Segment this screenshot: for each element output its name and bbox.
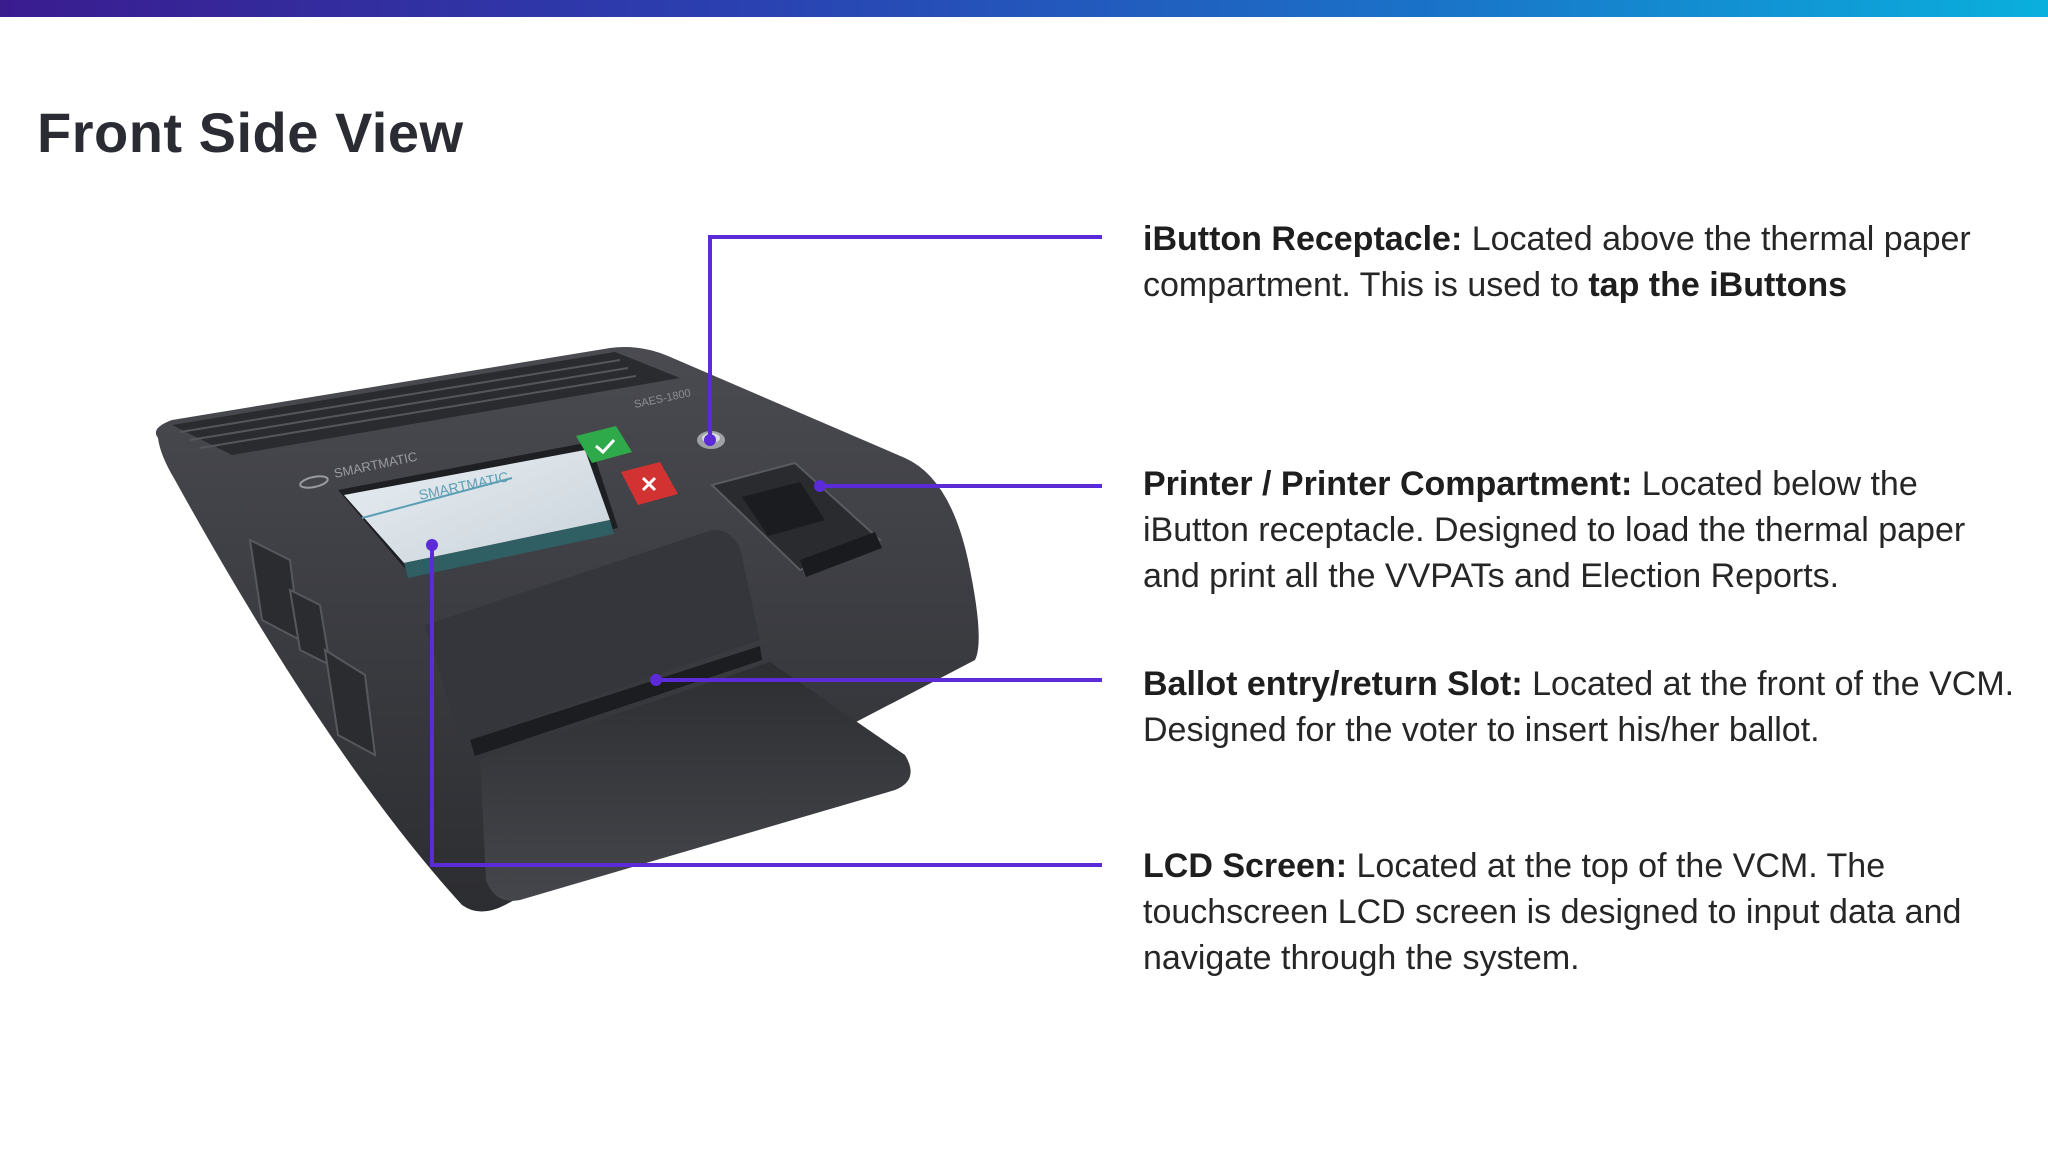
printer-compartment xyxy=(710,461,882,577)
brand-logo-icon xyxy=(299,475,329,489)
callout-line-printer xyxy=(814,480,1102,492)
callout-printer-compartment: Printer / Printer Compartment: Located b… xyxy=(1143,461,2023,599)
callout-line-ballot-slot xyxy=(650,674,1102,686)
cancel-button-icon xyxy=(621,462,678,505)
callout-text: Located at the front of the VCM. Designe… xyxy=(1143,665,2015,749)
callout-ibutton-receptacle: iButton Receptacle: Located above the th… xyxy=(1143,216,2023,308)
callout-heading: iButton Receptacle: xyxy=(1143,220,1463,258)
top-accent-bar xyxy=(0,0,2048,17)
callout-text: Located below the iButton receptacle. De… xyxy=(1143,465,1966,595)
callout-heading: Printer / Printer Compartment: xyxy=(1143,465,1633,503)
callout-emphasis: tap the iButtons xyxy=(1588,266,1848,304)
callout-text: Located at the top of the VCM. The touch… xyxy=(1143,847,1962,977)
callout-line-ibutton xyxy=(704,235,1102,446)
callout-heading: LCD Screen: xyxy=(1143,847,1348,885)
callout-text: Located above the thermal paper compartm… xyxy=(1143,220,1971,304)
callout-lcd-screen: LCD Screen: Located at the top of the VC… xyxy=(1143,843,2023,981)
callout-ballot-slot: Ballot entry/return Slot: Located at the… xyxy=(1143,661,2023,753)
ballot-slot xyxy=(425,529,911,901)
callout-heading: Ballot entry/return Slot: xyxy=(1143,665,1523,703)
callout-line-lcd-screen xyxy=(426,539,1102,867)
page-title: Front Side View xyxy=(37,101,464,164)
lcd-screen: SMARTMATIC xyxy=(338,442,618,578)
confirm-button-icon xyxy=(576,426,632,463)
